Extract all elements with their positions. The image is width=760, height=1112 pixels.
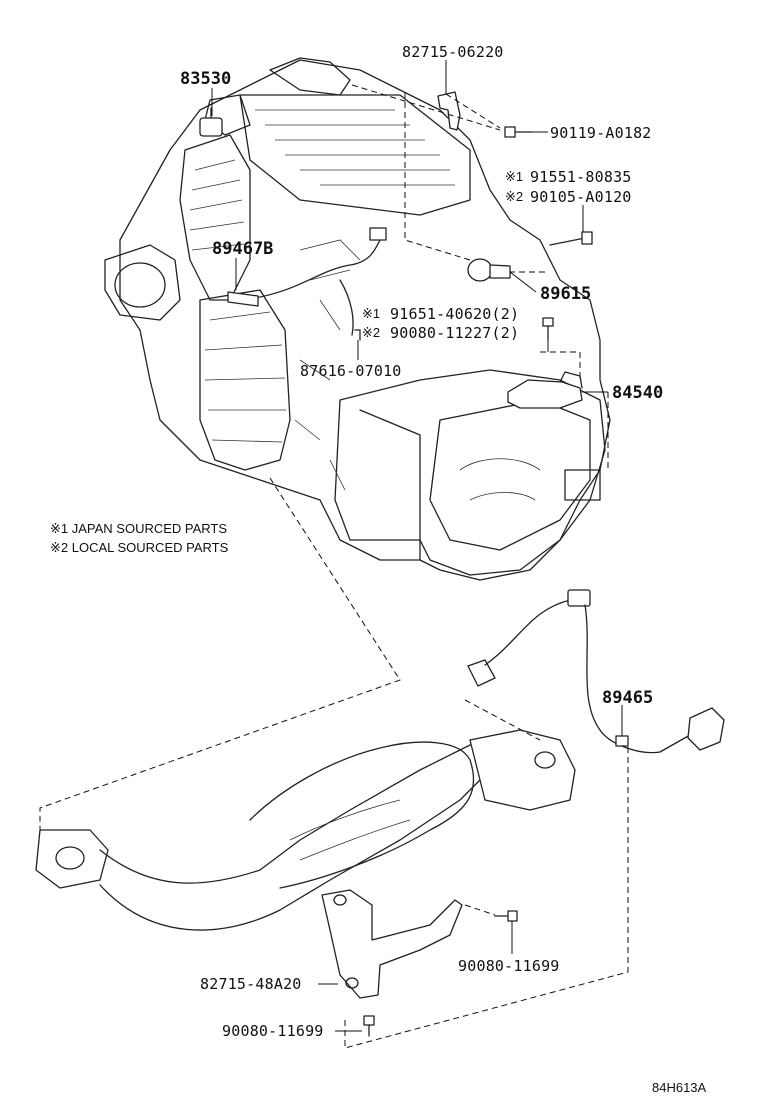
label-82715-06220[interactable]: 82715-06220 bbox=[402, 43, 504, 61]
leader-lines bbox=[39, 60, 629, 1049]
label-90080-11227[interactable]: 90080-11227(2) bbox=[390, 324, 519, 342]
label-91651-40620[interactable]: 91651-40620(2) bbox=[390, 305, 519, 323]
mark-japan-2: ※1 bbox=[362, 306, 380, 321]
switch-84540 bbox=[507, 371, 583, 409]
note-japan-sourced: ※1 JAPAN SOURCED PARTS bbox=[50, 521, 227, 536]
bolt-90080-11699-lower bbox=[363, 1015, 375, 1037]
exhaust-front-pipe bbox=[35, 729, 576, 931]
label-89465[interactable]: 89465 bbox=[602, 688, 653, 708]
knock-sensor-89615 bbox=[467, 258, 511, 282]
reference-code: 84H613A bbox=[652, 1080, 707, 1095]
oxygen-sensor-89465 bbox=[467, 589, 725, 754]
mark-local-1: ※2 bbox=[505, 189, 523, 204]
label-83530[interactable]: 83530 bbox=[180, 69, 231, 89]
oxygen-sensor-89467B bbox=[227, 291, 259, 307]
label-90080-11699-lower[interactable]: 90080-11699 bbox=[222, 1022, 324, 1040]
label-90105-A0120[interactable]: 90105-A0120 bbox=[530, 188, 632, 206]
support-bracket bbox=[321, 889, 463, 999]
label-89467B[interactable]: 89467B bbox=[212, 239, 273, 259]
label-90119-A0182[interactable]: 90119-A0182 bbox=[550, 124, 652, 142]
label-91551-80835[interactable]: 91551-80835 bbox=[530, 168, 632, 186]
mark-local-2: ※2 bbox=[362, 325, 380, 340]
label-82715-48A20[interactable]: 82715-48A20 bbox=[200, 975, 302, 993]
label-90080-11699-upper[interactable]: 90080-11699 bbox=[458, 957, 560, 975]
sensor-83530 bbox=[199, 107, 223, 137]
engine-assembly bbox=[104, 57, 611, 581]
label-84540[interactable]: 84540 bbox=[612, 383, 663, 403]
bolt-90119-A0182 bbox=[504, 126, 533, 138]
note-local-sourced: ※2 LOCAL SOURCED PARTS bbox=[50, 540, 229, 555]
legend-notes: ※1 JAPAN SOURCED PARTS ※2 LOCAL SOURCED … bbox=[50, 521, 229, 555]
bolt-91651-40620 bbox=[542, 317, 554, 341]
bolt-90080-11699-upper bbox=[494, 910, 518, 922]
bracket-82715-06220 bbox=[437, 91, 461, 131]
mark-japan-1: ※1 bbox=[505, 169, 523, 184]
bolt-90105-A0120 bbox=[549, 231, 593, 246]
label-89615[interactable]: 89615 bbox=[540, 284, 591, 304]
part-labels: 83530 82715-06220 90119-A0182 ※1 91551-8… bbox=[180, 43, 663, 1040]
bracket-87616-07010 bbox=[354, 329, 361, 341]
label-87616-07010[interactable]: 87616-07010 bbox=[300, 362, 402, 380]
